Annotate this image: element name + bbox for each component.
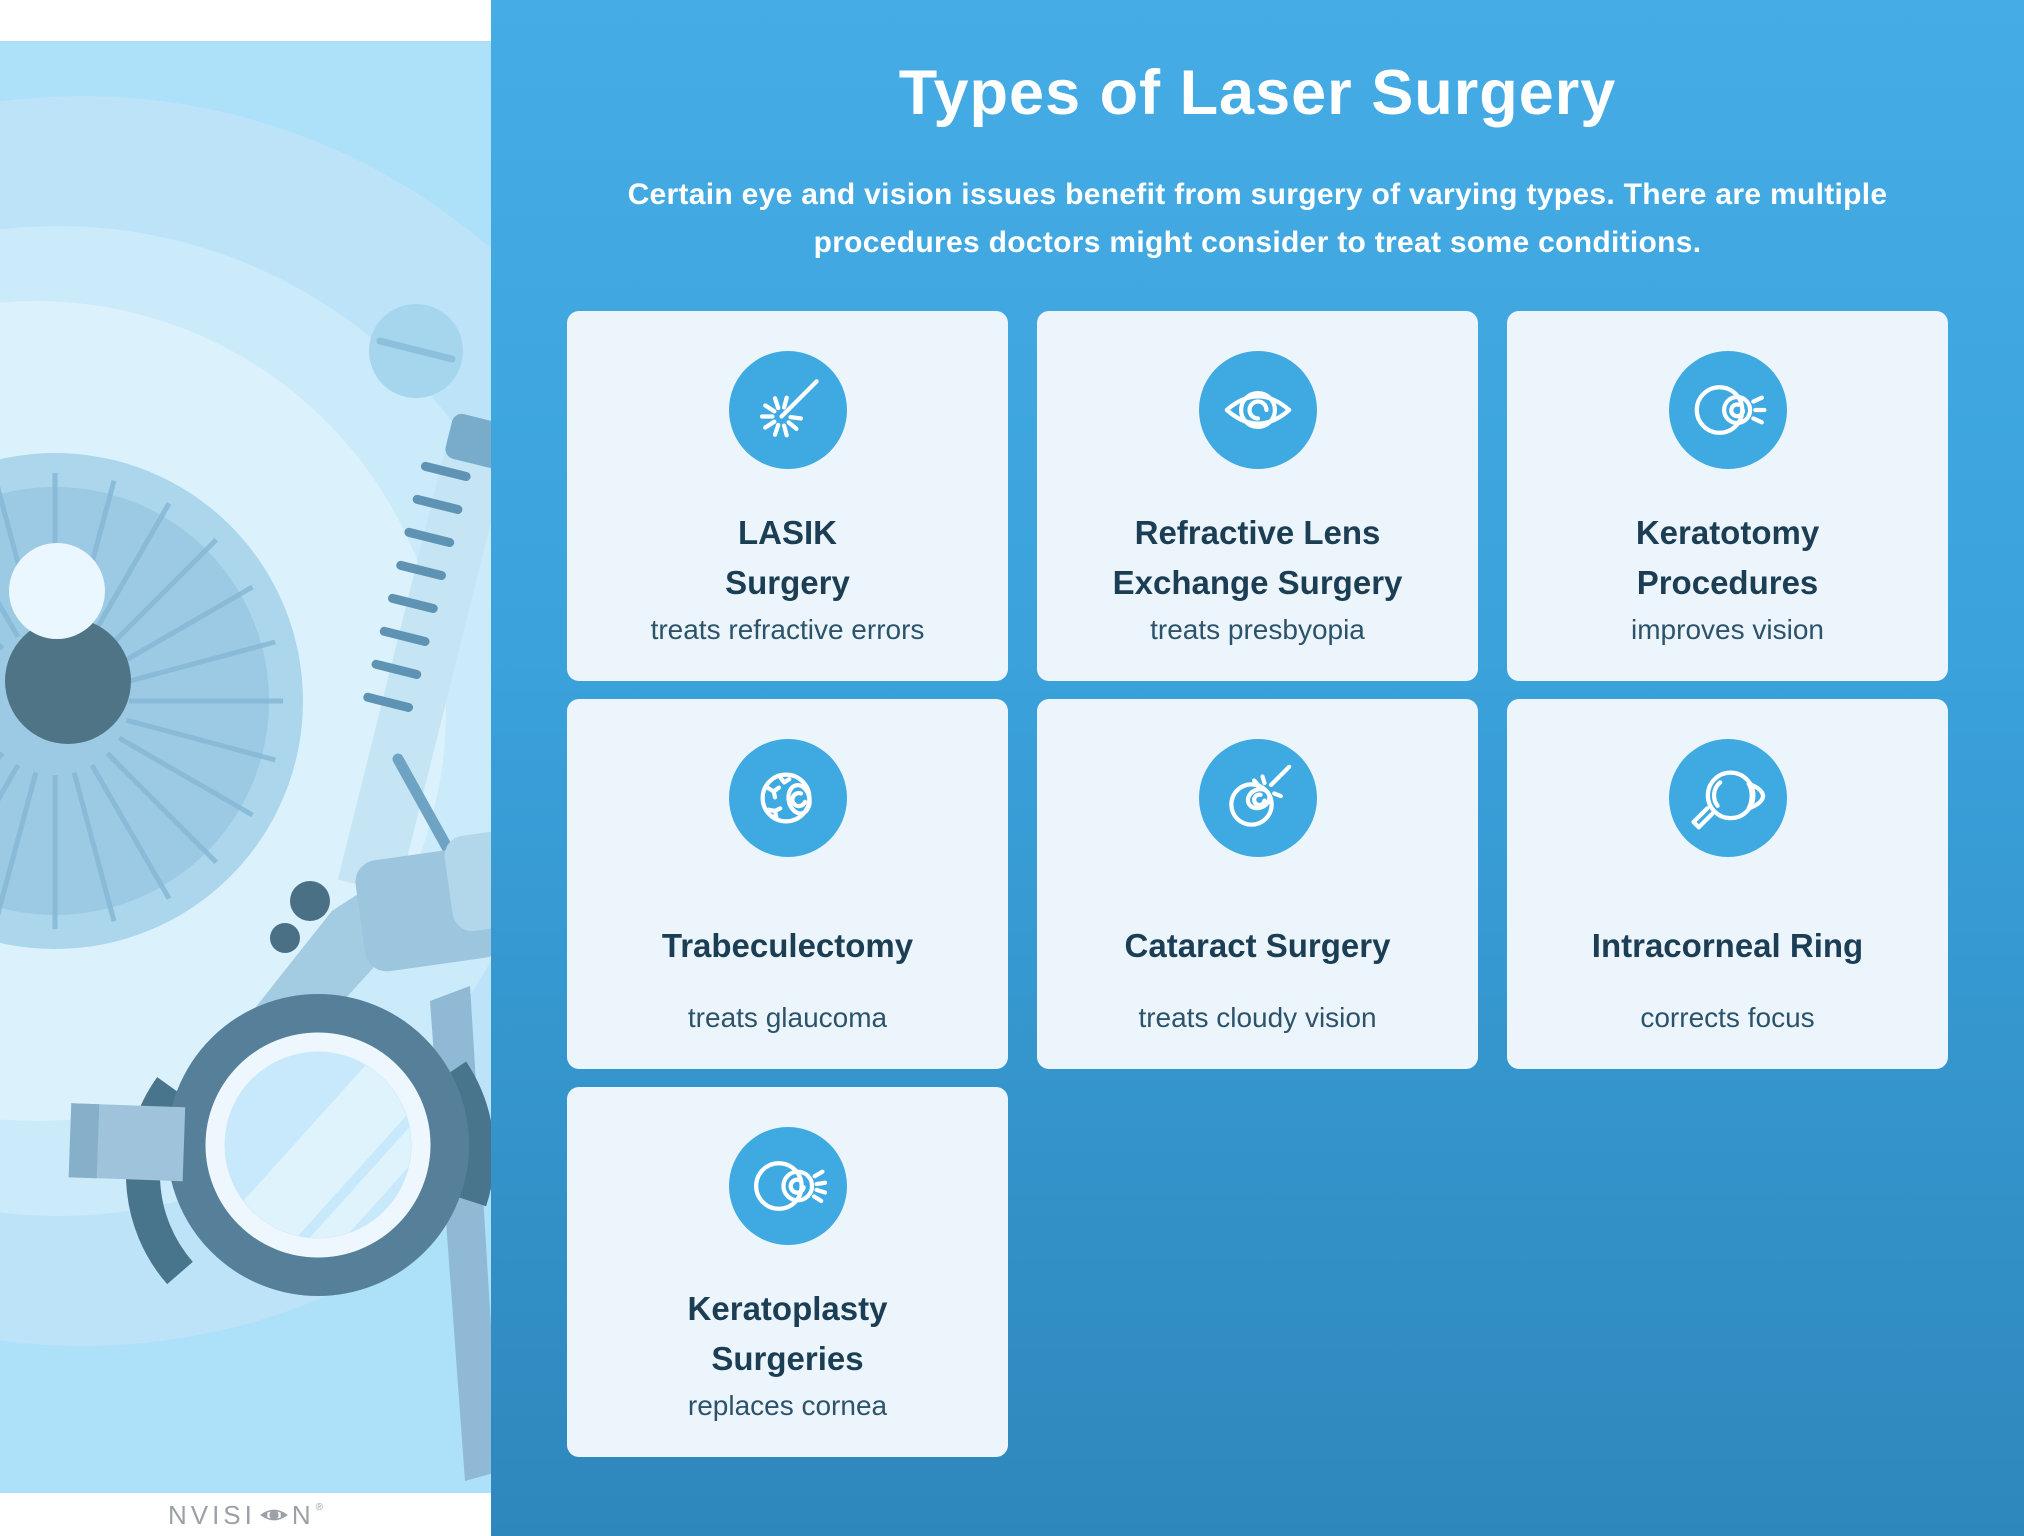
card-title: Refractive Lens Exchange Surgery: [1037, 505, 1478, 611]
icon-circle: [1198, 739, 1317, 857]
icon-circle: [728, 1127, 847, 1245]
cornea-light-rays-icon: [753, 1161, 827, 1211]
top-white-strip: [0, 0, 491, 41]
card-title-line: Procedures: [1636, 564, 1819, 601]
card-title-line: LASIK: [738, 514, 837, 551]
logo-eye-icon: [259, 1509, 288, 1520]
card-subtitle: treats cloudy vision: [1138, 1002, 1377, 1033]
page-title: Types of Laser Surgery: [898, 58, 1617, 128]
card-title-line: Trabeculectomy: [661, 927, 914, 964]
eyeball-light-rays-icon: [1694, 385, 1767, 435]
logo-text-prefix: NVISI: [167, 1499, 256, 1530]
card-subtitle: improves vision: [1631, 614, 1824, 645]
card-title: LASIK Surgery: [567, 505, 1008, 611]
left-panel: NVISI N ®: [0, 0, 491, 1536]
laser-beam-icon: [759, 379, 819, 438]
card-subtitle: replaces cornea: [687, 1390, 888, 1421]
icon-circle: [728, 351, 847, 469]
card-keratotomy-procedures: Keratotomy Procedures improves vision: [1507, 311, 1948, 681]
right-panel: Types of Laser Surgery Certain eye and v…: [491, 0, 2024, 1536]
card-subtitle: treats presbyopia: [1150, 614, 1365, 645]
card-lasik-surgery: LASIK Surgery treats refractive errors: [567, 311, 1008, 681]
card-title-line: Cataract Surgery: [1124, 927, 1391, 964]
card-title-line: Intracorneal Ring: [1591, 927, 1864, 964]
card-title: Trabeculectomy: [567, 893, 1008, 999]
icon-circle: [728, 739, 847, 857]
card-title: Keratoplasty Surgeries: [567, 1281, 1008, 1387]
eye-magnifier-icon: [1690, 770, 1765, 830]
card-title-line: Exchange Surgery: [1112, 564, 1403, 601]
eye-illustration: [0, 41, 491, 1493]
card-title-line: Keratotomy: [1635, 514, 1820, 551]
nvision-logo: NVISI N ®: [168, 1502, 323, 1528]
eyeball-laser-icon: [1228, 764, 1291, 827]
card-title-line: Surgery: [725, 564, 850, 601]
phoropter-illustration: [68, 827, 491, 1296]
card-subtitle: treats glaucoma: [687, 1002, 888, 1033]
eye-illustration-graphic: [0, 41, 491, 1493]
icon-circle: [1668, 739, 1787, 857]
bottom-white-strip: NVISI N ®: [0, 1493, 491, 1536]
pill-icon: [369, 304, 463, 398]
card-title-line: Keratoplasty: [687, 1290, 888, 1327]
card-subtitle: corrects focus: [1640, 1002, 1815, 1033]
registered-mark: ®: [315, 1501, 324, 1513]
card-title-line: Refractive Lens: [1134, 514, 1381, 551]
card-intracorneal-ring: Intracorneal Ring corrects focus: [1507, 699, 1948, 1069]
card-title: Keratotomy Procedures: [1507, 505, 1948, 611]
card-title-line: Surgeries: [711, 1340, 864, 1377]
card-refractive-lens-exchange: Refractive Lens Exchange Surgery treats …: [1037, 311, 1478, 681]
card-title: Intracorneal Ring: [1507, 893, 1948, 999]
icon-circle: [1198, 351, 1317, 469]
logo-text-suffix: N: [291, 1499, 315, 1530]
page-subtitle: Certain eye and vision issues benefit fr…: [627, 178, 1888, 259]
bloodshot-eyeball-icon: [760, 772, 812, 824]
cards-grid: LASIK Surgery treats refractive errors R…: [567, 311, 1948, 1457]
icon-circle: [1668, 351, 1787, 469]
card-subtitle: treats refractive errors: [650, 614, 925, 645]
card-cataract-surgery: Cataract Surgery treats cloudy vision: [1037, 699, 1478, 1069]
ruler-icon: [337, 413, 491, 895]
eye-outline-icon: [1224, 390, 1291, 430]
card-title: Cataract Surgery: [1037, 893, 1478, 999]
card-trabeculectomy: Trabeculectomy treats glaucoma: [567, 699, 1008, 1069]
card-keratoplasty-surgeries: Keratoplasty Surgeries replaces cornea: [567, 1087, 1008, 1457]
